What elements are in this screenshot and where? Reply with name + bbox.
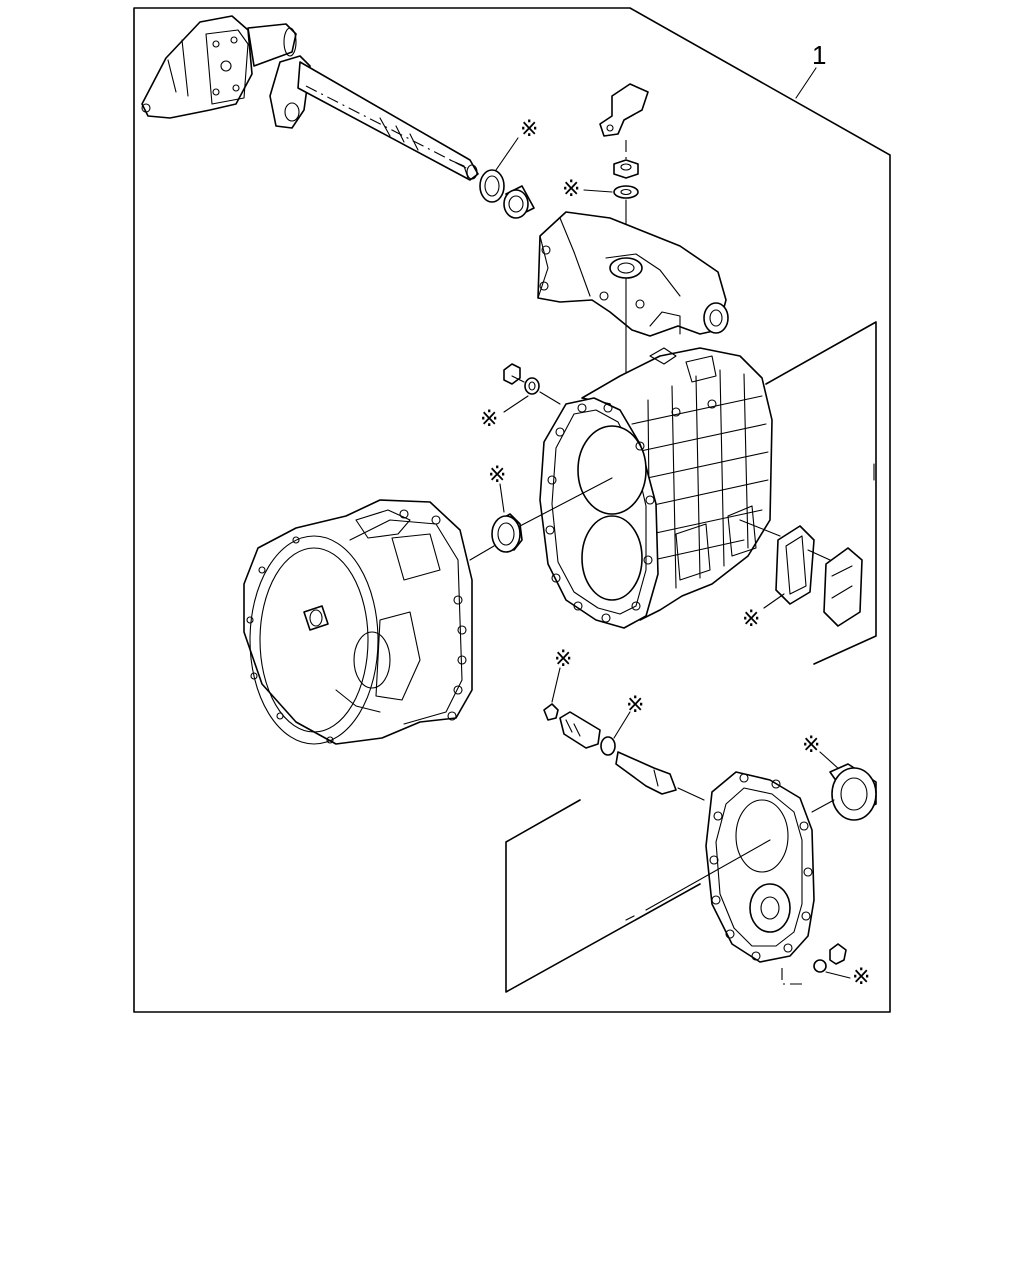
drain-plug xyxy=(543,703,559,721)
inspection-gasket xyxy=(775,525,815,605)
bolt-washer-leader xyxy=(503,395,529,413)
gasket-to-cover-line xyxy=(807,549,831,561)
rear-axis-tick xyxy=(625,915,635,921)
rear-bracket-outline xyxy=(505,799,701,993)
o-ring xyxy=(600,736,616,756)
washer xyxy=(613,185,639,199)
drain-plug-leader xyxy=(551,667,561,703)
inspection-axis-line xyxy=(739,519,781,537)
rear-seal xyxy=(829,763,877,821)
case-bracket-outline xyxy=(765,321,877,665)
input-seal xyxy=(491,513,523,553)
transmission-case xyxy=(539,347,773,629)
marker-input-seal: ※ xyxy=(488,462,506,487)
pinion-axis-line xyxy=(677,787,705,801)
marker-drain-plug: ※ xyxy=(554,646,572,671)
marker-seal: ※ xyxy=(520,116,538,141)
rear-seal-leader xyxy=(819,751,841,771)
inspection-cover xyxy=(823,547,863,627)
bolt-axis-line xyxy=(539,391,561,405)
marker-washer: ※ xyxy=(562,176,580,201)
rear-bolt xyxy=(829,943,847,965)
marker-rear-washer: ※ xyxy=(852,964,870,989)
rear-seal-axis-line xyxy=(811,799,835,813)
washer-leader xyxy=(583,189,613,193)
shaft-seal xyxy=(479,169,505,203)
callout-label: 1 xyxy=(812,40,826,70)
rear-cover xyxy=(705,771,815,963)
bolt xyxy=(503,363,525,385)
marker-rear-seal: ※ xyxy=(802,732,820,757)
bolt-washer xyxy=(524,377,540,395)
rear-bolt-axis-dash xyxy=(781,968,806,985)
gasket-leader xyxy=(763,593,785,609)
shift-shaft xyxy=(269,55,479,181)
input-axis-line-left xyxy=(469,545,495,561)
input-seal-leader xyxy=(499,483,505,513)
input-axis-line xyxy=(519,477,613,527)
nut xyxy=(613,159,639,179)
shaft-bushing xyxy=(503,185,535,219)
rear-washer-leader xyxy=(825,971,851,979)
clutch-housing xyxy=(243,499,473,745)
diagram-frame xyxy=(133,7,891,1013)
oring-leader xyxy=(613,711,631,739)
callout-leader xyxy=(795,67,817,99)
shaft-axis-dash xyxy=(305,85,471,171)
marker-bolt-washer: ※ xyxy=(480,406,498,431)
marker-gasket: ※ xyxy=(742,606,760,631)
bracket xyxy=(599,83,649,137)
speedometer-pinion xyxy=(615,751,677,795)
seal-leader xyxy=(495,137,519,171)
shift-tower-housing xyxy=(537,211,729,337)
switch-sensor xyxy=(559,711,601,749)
marker-oring: ※ xyxy=(626,692,644,717)
rear-washer xyxy=(813,959,827,973)
rear-axis-line xyxy=(645,839,771,911)
shift-cover xyxy=(141,15,297,119)
